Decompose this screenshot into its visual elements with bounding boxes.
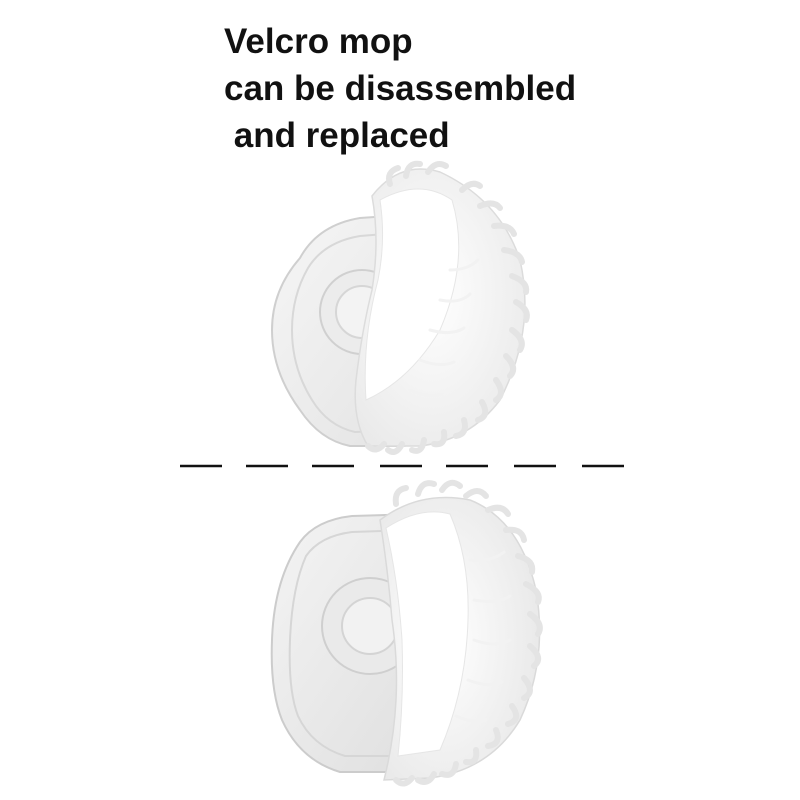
caption-line-1: Velcro mop [224, 22, 413, 61]
mop-pad-top [354, 160, 530, 455]
caption-line-2: can be disassembled [224, 69, 577, 108]
mop-pad-bottom [379, 479, 543, 787]
caption-line-3: and replaced [224, 116, 450, 155]
caption: Velcro mop can be disassembled and repla… [224, 18, 576, 159]
